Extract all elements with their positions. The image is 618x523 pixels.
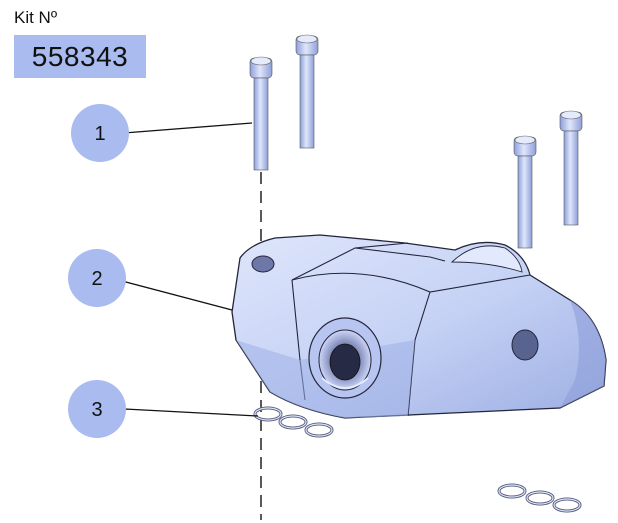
leader-line-1 — [123, 122, 253, 134]
kit-number-box: 558343 — [14, 35, 146, 78]
leader-line-2 — [121, 280, 233, 311]
callout-2: 2 — [68, 249, 126, 307]
callout-number: 1 — [94, 123, 105, 145]
manifold-cover — [231, 234, 607, 419]
o-ring-set-left — [253, 406, 334, 438]
kit-label: Kit Nº — [14, 8, 58, 27]
bolt-back-right — [559, 110, 583, 226]
o-ring-set-right — [497, 483, 582, 513]
callout-number: 3 — [91, 399, 102, 421]
callout-1: 1 — [71, 104, 129, 162]
bolt-back-left — [295, 34, 319, 149]
bolt-front-right — [513, 135, 537, 249]
callout-3: 3 — [68, 380, 126, 438]
bolt-front-left — [249, 56, 273, 171]
callout-number: 2 — [91, 268, 102, 290]
leader-line-3 — [123, 408, 259, 417]
